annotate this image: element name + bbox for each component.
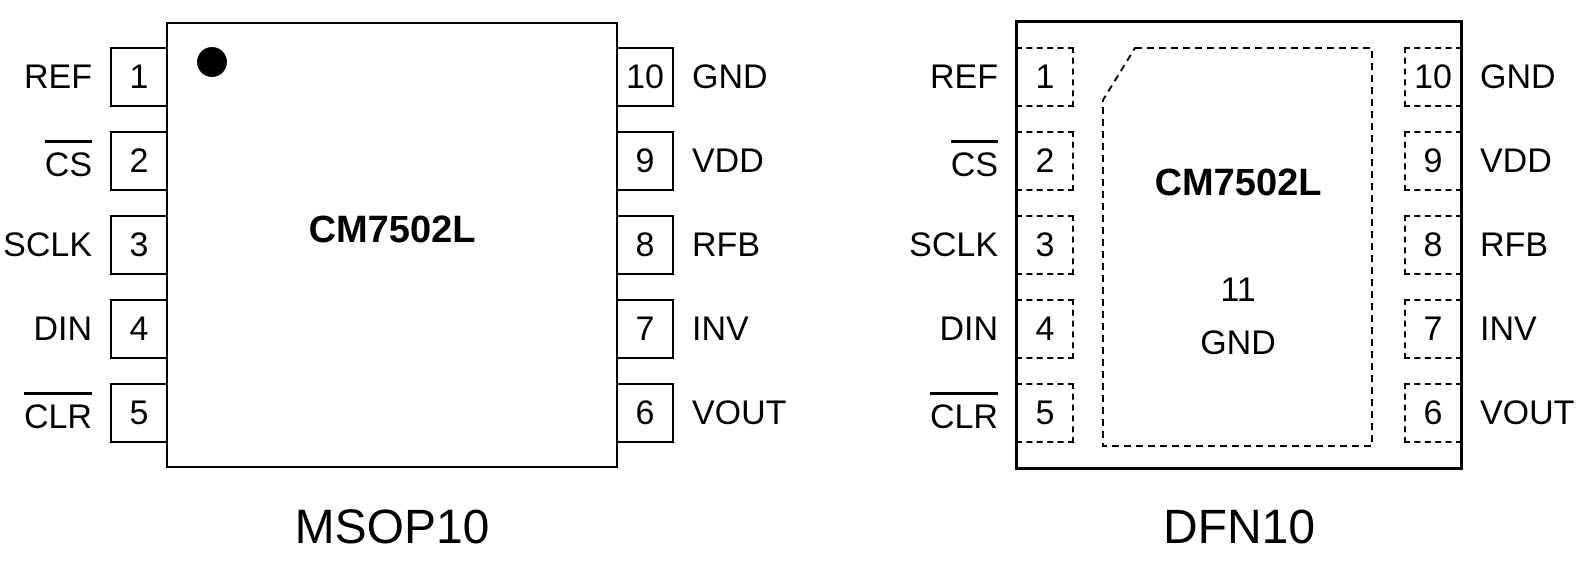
pin-number: 1 — [1035, 58, 1055, 96]
msop-pin-label-rfb: RFB — [692, 226, 760, 264]
msop-pin-label-gnd: GND — [692, 58, 768, 96]
msop-pin-label-vdd: VDD — [692, 142, 764, 180]
dfn-pin-label-clr: CLR — [798, 383, 998, 443]
msop-chip-name: CM7502L — [308, 208, 476, 251]
dfn-pin-box-3: 3 — [1016, 215, 1074, 275]
dfn-pin-label-cs: CS — [798, 131, 998, 191]
msop-pin-box-2: 2 — [110, 131, 168, 191]
pin-number: 7 — [635, 310, 655, 348]
dfn-caption: DFN10 — [1162, 501, 1316, 554]
thermal-pad-number: 11 — [1220, 270, 1256, 309]
pin-number: 2 — [1035, 142, 1055, 180]
dfn-pin-box-2: 2 — [1016, 131, 1074, 191]
pin-number: 10 — [626, 58, 664, 96]
msop-pin-box-5: 5 — [110, 383, 168, 443]
dfn-pin-label-sclk: SCLK — [909, 226, 998, 264]
pin-number: 8 — [635, 226, 655, 264]
dfn-pin-box-6: 6 — [1404, 383, 1462, 443]
dfn-pin-box-1: 1 — [1016, 47, 1074, 107]
dfn-pin-box-9: 9 — [1404, 131, 1462, 191]
msop-pin-label-vout: VOUT — [692, 394, 787, 432]
dfn-pin-label-din: DIN — [939, 310, 998, 348]
msop-pin-box-8: 8 — [616, 215, 674, 275]
pin1-indicator-dot — [197, 47, 227, 77]
pin-number: 6 — [1423, 394, 1443, 432]
overline-label: CLR — [929, 392, 998, 434]
pin-number: 3 — [129, 226, 149, 264]
dfn-chip-name: CM7502L — [1154, 161, 1322, 204]
dfn-pin-label-gnd: GND — [1480, 58, 1556, 96]
overline-label: CS — [44, 140, 92, 182]
msop-pin-box-6: 6 — [616, 383, 674, 443]
dfn-pin-label-vdd: VDD — [1480, 142, 1552, 180]
msop-caption: MSOP10 — [294, 501, 490, 554]
overline-label: CLR — [23, 392, 92, 434]
msop-pin-box-1: 1 — [110, 47, 168, 107]
thermal-pad-outline — [1102, 47, 1373, 447]
msop-pin-label-ref: REF — [24, 58, 92, 96]
pin-number: 3 — [1035, 226, 1055, 264]
msop-pin-box-9: 9 — [616, 131, 674, 191]
msop-pin-label-inv: INV — [692, 310, 749, 348]
pin-number: 8 — [1423, 226, 1443, 264]
dfn-pin-box-5: 5 — [1016, 383, 1074, 443]
msop-package-body — [166, 22, 618, 468]
pin-number: 5 — [1035, 394, 1055, 432]
dfn-pin-box-10: 10 — [1404, 47, 1462, 107]
msop-pin-box-4: 4 — [110, 299, 168, 359]
pin-number: 9 — [1423, 142, 1443, 180]
dfn-pin-label-inv: INV — [1480, 310, 1537, 348]
pin-number: 4 — [1035, 310, 1055, 348]
msop-pin-box-10: 10 — [616, 47, 674, 107]
thermal-pad-label: GND — [1200, 323, 1276, 362]
dfn-pin-box-8: 8 — [1404, 215, 1462, 275]
pin-number: 6 — [635, 394, 655, 432]
pin-number: 7 — [1423, 310, 1443, 348]
msop-pin-box-3: 3 — [110, 215, 168, 275]
dfn-pin-box-7: 7 — [1404, 299, 1462, 359]
pin-number: 10 — [1414, 58, 1452, 96]
pin-number: 1 — [129, 58, 149, 96]
dfn-pin-label-rfb: RFB — [1480, 226, 1548, 264]
dfn-pin-label-ref: REF — [930, 58, 998, 96]
dfn-pin-label-vout: VOUT — [1480, 394, 1575, 432]
msop-pin-label-cs: CS — [0, 131, 92, 191]
pin-number: 4 — [129, 310, 149, 348]
msop-pin-box-7: 7 — [616, 299, 674, 359]
pin-number: 9 — [635, 142, 655, 180]
msop-pin-label-clr: CLR — [0, 383, 92, 443]
dfn-pin-box-4: 4 — [1016, 299, 1074, 359]
pin-number: 2 — [129, 142, 149, 180]
pin-number: 5 — [129, 394, 149, 432]
overline-label: CS — [950, 140, 998, 182]
msop-pin-label-sclk: SCLK — [3, 226, 92, 264]
msop-pin-label-din: DIN — [33, 310, 92, 348]
